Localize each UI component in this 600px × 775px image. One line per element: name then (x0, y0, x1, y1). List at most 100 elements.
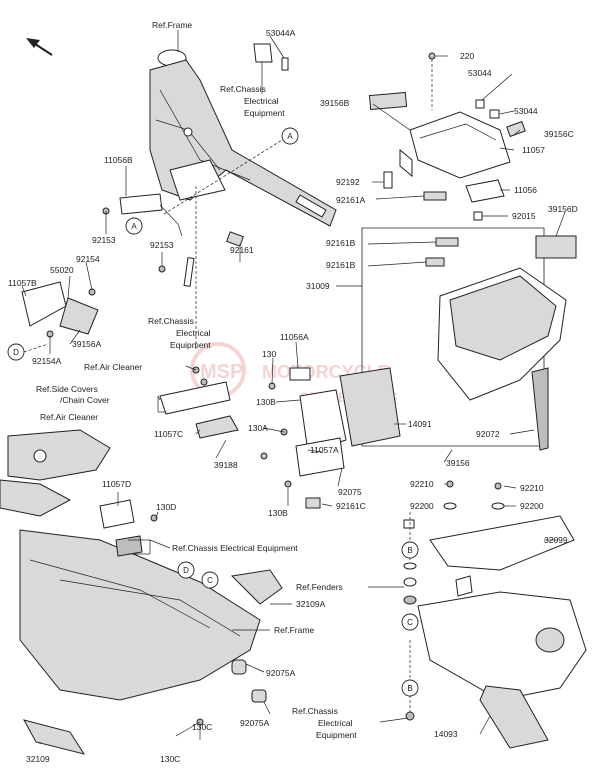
label-ref-side-covers-b: /Chain Cover (60, 395, 110, 405)
label-92075a-b: 92075A (240, 718, 270, 728)
bracket-11057b (21, 281, 99, 338)
label-92153-a: 92153 (92, 235, 116, 245)
rear-fender-group (403, 480, 587, 749)
label-14093: 14093 (434, 729, 458, 739)
label-ref-chassis-2c: Equipment (170, 340, 211, 350)
callout-d-upper: D (7, 343, 25, 361)
label-55020: 55020 (50, 265, 74, 275)
svg-text:D: D (13, 348, 19, 357)
label-ref-frame-top: Ref.Frame (152, 20, 192, 30)
label-53044: 53044 (468, 68, 492, 78)
svg-text:B: B (407, 684, 412, 693)
label-92200-a: 92200 (410, 501, 434, 511)
label-11056b: 11056B (104, 155, 133, 165)
label-31009: 31009 (306, 281, 330, 291)
air-cleaner-cover (0, 429, 111, 517)
label-ref-fenders: Ref.Fenders (296, 582, 343, 592)
label-ref-chassis-3: Ref.Chassis Electrical Equipment (172, 543, 298, 553)
part-labels: Ref.Frame 53044A Ref.Chassis Electrical … (8, 20, 578, 764)
label-11057a: 11057A (310, 445, 339, 455)
svg-text:A: A (131, 222, 137, 231)
label-130-a: 130 (262, 349, 276, 359)
label-92161b-b: 92161B (326, 260, 356, 270)
bracket-group-center (159, 366, 401, 509)
label-14091: 14091 (408, 419, 432, 429)
label-92161b-a: 92161B (326, 238, 356, 248)
label-39156a: 39156A (72, 339, 102, 349)
label-11056a: 11056A (280, 332, 309, 342)
label-ref-chassis-2b: Electrical (176, 328, 211, 338)
label-ref-frame-2: Ref.Frame (274, 625, 314, 635)
label-92192: 92192 (336, 177, 360, 187)
label-92210-b: 92210 (520, 483, 544, 493)
label-92200-b: 92200 (520, 501, 544, 511)
label-11057b: 11057B (8, 278, 37, 288)
label-130a: 130A (248, 423, 268, 433)
label-ref-chassis-1b: Electrical (244, 96, 279, 106)
label-39156: 39156 (446, 458, 470, 468)
label-92075a-a: 92075A (266, 668, 296, 678)
callout-c-lower: C (201, 571, 219, 589)
label-32099: 32099 (544, 535, 568, 545)
leader-lines (21, 30, 566, 744)
label-53044-b: 53044 (514, 106, 538, 116)
label-130b-a: 130B (256, 397, 276, 407)
callout-a-lower: A (125, 217, 143, 235)
label-92072: 92072 (476, 429, 500, 439)
svg-text:D: D (183, 566, 189, 575)
battery-holder-group (368, 52, 526, 221)
label-130c-a: 130C (192, 722, 212, 732)
label-39156b: 39156B (320, 98, 350, 108)
label-32109: 32109 (26, 754, 50, 764)
label-92161a: 92161A (336, 195, 366, 205)
label-ref-chassis-1c: Equipment (244, 108, 285, 118)
label-32109a: 32109A (296, 599, 326, 609)
label-ref-chassis-1a: Ref.Chassis (220, 84, 266, 94)
watermark-logo: MSP (200, 361, 243, 383)
label-130d: 130D (156, 502, 176, 512)
callout-b-chassis: B (401, 679, 419, 697)
label-92161: 92161 (230, 245, 254, 255)
label-92161c: 92161C (336, 501, 366, 511)
label-ref-chassis-4b: Electrical (318, 718, 353, 728)
callout-c-fender: C (401, 613, 419, 631)
callout-d-lower: D (177, 561, 195, 579)
label-11056: 11056 (514, 185, 537, 195)
callout-b-fender: B (401, 541, 419, 559)
upper-frame (149, 49, 337, 227)
label-11057d: 11057D (102, 479, 131, 489)
label-ref-chassis-4c: Equipment (316, 730, 357, 740)
label-53044a: 53044A (266, 28, 296, 38)
label-39188: 39188 (214, 460, 238, 470)
front-direction-arrow-icon (26, 38, 53, 56)
label-92210-a: 92210 (410, 479, 434, 489)
label-11057c: 11057C (154, 429, 183, 439)
label-39156d: 39156D (548, 204, 578, 214)
label-ref-air-cleaner-2: Ref.Air Cleaner (40, 412, 98, 422)
pad-92161 (226, 231, 244, 247)
label-ref-chassis-2a: Ref.Chassis (148, 316, 194, 326)
svg-text:A: A (287, 132, 293, 141)
svg-text:C: C (407, 618, 413, 627)
label-ref-chassis-4a: Ref.Chassis (292, 706, 338, 716)
callout-a-upper: A (281, 127, 299, 145)
battery-case-31009 (361, 227, 577, 451)
label-130b-b: 130B (268, 508, 288, 518)
bracket-11056b (102, 193, 183, 237)
label-11057: 11057 (522, 145, 545, 155)
label-92153-b: 92153 (150, 240, 174, 250)
label-92015: 92015 (512, 211, 536, 221)
lower-frame (19, 499, 283, 755)
label-130c-b: 130C (160, 754, 180, 764)
label-220: 220 (460, 51, 474, 61)
clip-53044a (253, 43, 289, 71)
label-92154: 92154 (76, 254, 100, 264)
label-ref-side-covers-a: Ref.Side Covers (36, 384, 98, 394)
bolt-92153 (158, 257, 195, 287)
label-92075: 92075 (338, 487, 362, 497)
svg-text:B: B (407, 546, 412, 555)
label-92154a: 92154A (32, 356, 62, 366)
svg-text:C: C (207, 576, 213, 585)
label-ref-air-cleaner-1: Ref.Air Cleaner (84, 362, 142, 372)
